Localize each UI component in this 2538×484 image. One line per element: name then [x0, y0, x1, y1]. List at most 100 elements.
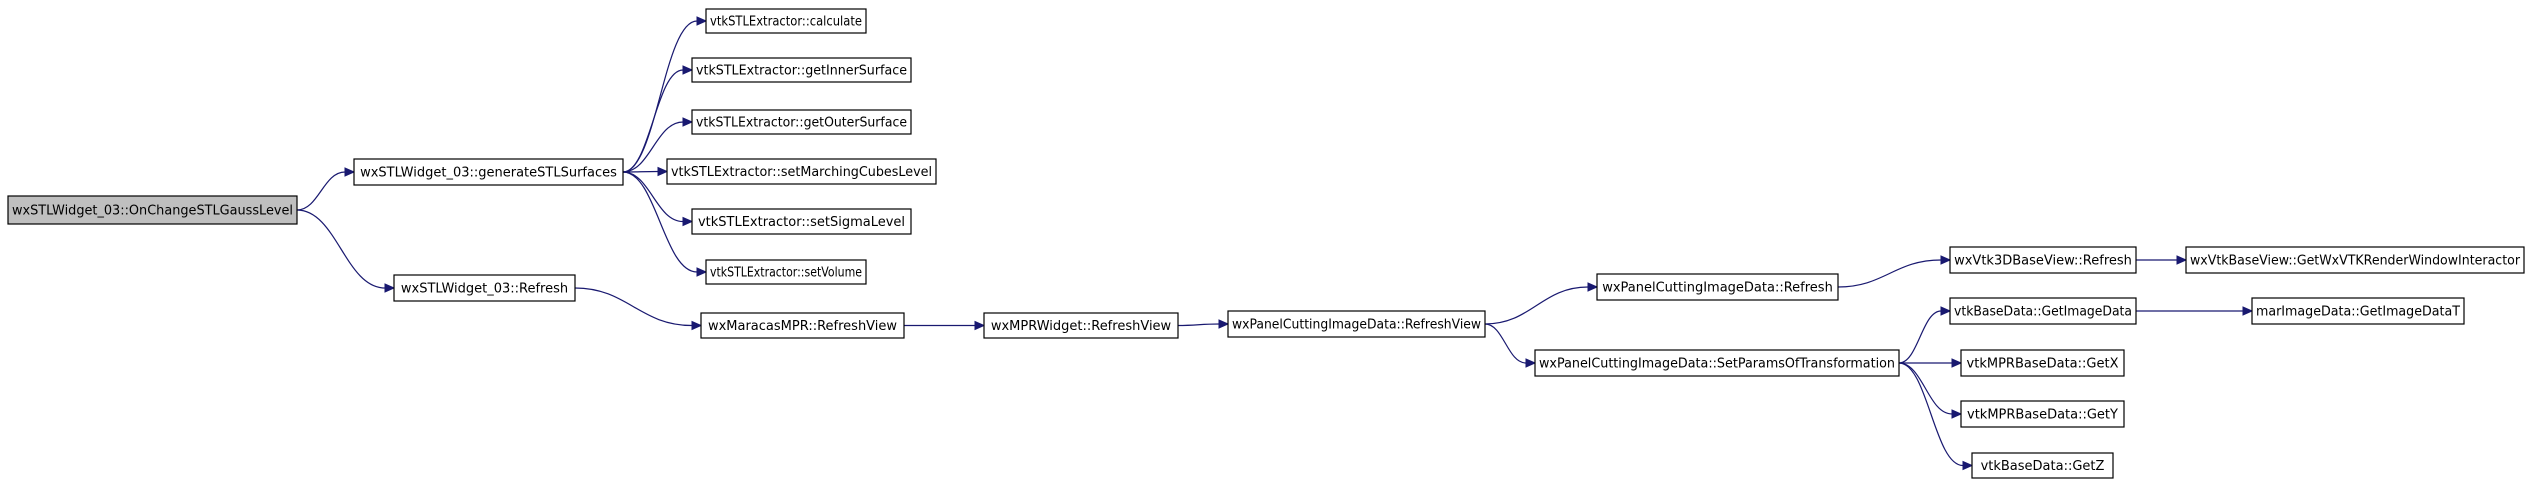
arrowhead-icon [1218, 319, 1230, 329]
arrowhead-icon [384, 283, 396, 293]
arrowhead-icon [2176, 255, 2188, 265]
graph-edge-gen-to-calc [622, 20, 698, 173]
graph-node-box[interactable] [700, 312, 905, 339]
graph-node-box[interactable] [393, 274, 576, 302]
arrowhead-icon [344, 167, 356, 177]
graph-edge-gen-to-march [622, 170, 659, 173]
graph-node-vtkstlextractor-setvolume[interactable]: vtkSTLExtractor::setVolume [705, 259, 867, 285]
arrowhead-icon [1951, 358, 1963, 368]
graph-edge-pcidparams-to-gety [1898, 362, 1953, 415]
graph-node-wxstlwidget-03-onchangestlgausslevel[interactable]: wxSTLWidget_03::OnChangeSTLGaussLevel [7, 195, 298, 225]
graph-node-box[interactable] [1971, 452, 2114, 479]
graph-node-label[interactable]: vtkSTLExtractor::getInnerSurface [696, 64, 907, 79]
graph-node-wxvtk3dbaseview-refresh[interactable]: wxVtk3DBaseView::Refresh [1949, 246, 2137, 274]
graph-edge-pcidview-to-pcidrefresh [1484, 286, 1589, 325]
graph-edge-pcidparams-to-getimagedata [1898, 310, 1942, 364]
graph-edge-root-to-refresh03 [296, 209, 386, 289]
graph-node-box[interactable] [691, 208, 912, 235]
graph-node-wxpanelcuttingimagedata-refresh[interactable]: wxPanelCuttingImageData::Refresh [1596, 273, 1839, 301]
graph-node-label[interactable]: vtkBaseData::GetImageData [1954, 305, 2132, 320]
graph-node-box[interactable] [691, 109, 912, 135]
graph-node-label[interactable]: wxSTLWidget_03::generateSTLSurfaces [360, 166, 617, 181]
graph-node-vtkmprbasedata-getx[interactable]: vtkMPRBaseData::GetX [1960, 349, 2125, 377]
graph-node-label[interactable]: vtkMPRBaseData::GetY [1967, 408, 2118, 423]
graph-node-box[interactable] [1960, 349, 2125, 377]
graph-node-label[interactable]: vtkSTLExtractor::setMarchingCubesLevel [671, 165, 932, 180]
graph-edge-root-to-gen [296, 171, 346, 211]
arrowhead-icon [1587, 282, 1599, 292]
graph-node-label[interactable]: wxSTLWidget_03::Refresh [401, 282, 568, 297]
graph-node-box[interactable] [1960, 400, 2125, 428]
graph-node-vtkstlextractor-setmarchingcubeslevel[interactable]: vtkSTLExtractor::setMarchingCubesLevel [666, 158, 937, 185]
graph-node-label[interactable]: vtkSTLExtractor::setVolume [710, 266, 862, 281]
graph-node-label[interactable]: wxVtk3DBaseView::Refresh [1954, 254, 2132, 269]
graph-node-vtkmprbasedata-gety[interactable]: vtkMPRBaseData::GetY [1960, 400, 2125, 428]
graph-node-box[interactable] [2251, 297, 2465, 325]
graph-edge-pcidrefresh-to-v3drefresh [1837, 259, 1942, 288]
graph-node-box[interactable] [1596, 273, 1839, 301]
arrowhead-icon [1940, 255, 1952, 265]
call-graph-nodes: wxSTLWidget_03::OnChangeSTLGaussLevelwxS… [7, 8, 2525, 479]
graph-node-box[interactable] [691, 57, 912, 83]
arrowhead-icon [657, 166, 669, 177]
graph-node-label[interactable]: wxVtkBaseView::GetWxVTKRenderWindowInter… [2190, 254, 2521, 269]
graph-node-box[interactable] [1227, 310, 1486, 338]
graph-node-wxpanelcuttingimagedata-setparamsoftransformation[interactable]: wxPanelCuttingImageData::SetParamsOfTran… [1534, 349, 1900, 377]
graph-node-vtkstlextractor-calculate[interactable]: vtkSTLExtractor::calculate [705, 8, 867, 34]
graph-node-label[interactable]: wxPanelCuttingImageData::Refresh [1602, 281, 1833, 296]
graph-node-label[interactable]: vtkSTLExtractor::getOuterSurface [696, 116, 907, 131]
graph-node-wxstlwidget-03-refresh[interactable]: wxSTLWidget_03::Refresh [393, 274, 576, 302]
graph-node-marimagedata-getimagedatat[interactable]: marImageData::GetImageDataT [2251, 297, 2465, 325]
graph-node-box[interactable] [353, 158, 624, 186]
arrowhead-icon [682, 65, 694, 75]
arrowhead-icon [2242, 306, 2254, 316]
arrowhead-icon [691, 320, 703, 331]
arrowhead-icon [696, 267, 708, 277]
graph-node-label[interactable]: wxMaracasMPR::RefreshView [708, 319, 897, 334]
graph-node-vtkstlextractor-getinnersurface[interactable]: vtkSTLExtractor::getInnerSurface [691, 57, 912, 83]
graph-node-box[interactable] [1534, 349, 1900, 377]
graph-node-box[interactable] [1949, 246, 2137, 274]
graph-node-label[interactable]: vtkBaseData::GetZ [1981, 459, 2105, 474]
graph-node-wxmprwidget-refreshview[interactable]: wxMPRWidget::RefreshView [983, 312, 1179, 339]
graph-node-box[interactable] [705, 8, 867, 34]
call-graph-edges [296, 16, 2254, 471]
graph-node-vtkstlextractor-setsigmalevel[interactable]: vtkSTLExtractor::setSigmaLevel [691, 208, 912, 235]
arrowhead-icon [974, 320, 986, 331]
graph-edge-pcidview-to-pcidparams [1484, 323, 1527, 364]
arrowhead-icon [1951, 409, 1963, 419]
graph-node-label[interactable]: wxPanelCuttingImageData::SetParamsOfTran… [1539, 357, 1895, 372]
arrowhead-icon [696, 16, 708, 26]
graph-node-box[interactable] [2185, 246, 2525, 274]
graph-node-box[interactable] [983, 312, 1179, 339]
graph-node-box[interactable] [705, 259, 867, 285]
arrowhead-icon [682, 117, 694, 127]
graph-node-vtkbasedata-getz[interactable]: vtkBaseData::GetZ [1971, 452, 2114, 479]
graph-node-box[interactable] [666, 158, 937, 185]
graph-node-wxmaracasmpr-refreshview[interactable]: wxMaracasMPR::RefreshView [700, 312, 905, 339]
graph-node-label[interactable]: wxPanelCuttingImageData::RefreshView [1232, 318, 1481, 333]
graph-node-wxvtkbaseview-getwxvtkrenderwindowinteractor[interactable]: wxVtkBaseView::GetWxVTKRenderWindowInter… [2185, 246, 2525, 274]
graph-node-label[interactable]: wxSTLWidget_03::OnChangeSTLGaussLevel [12, 204, 293, 219]
graph-node-box[interactable] [7, 195, 298, 225]
graph-node-label[interactable]: vtkSTLExtractor::setSigmaLevel [698, 215, 905, 230]
graph-edge-mprwidget-to-pcidview [1177, 323, 1220, 327]
graph-node-label[interactable]: vtkSTLExtractor::calculate [710, 15, 862, 30]
graph-edge-pcidparams-to-getz [1898, 362, 1964, 467]
graph-node-label[interactable]: marImageData::GetImageDataT [2256, 305, 2460, 320]
arrowhead-icon [1940, 306, 1952, 316]
graph-node-wxstlwidget-03-generatestlsurfaces[interactable]: wxSTLWidget_03::generateSTLSurfaces [353, 158, 624, 186]
arrowhead-icon [1962, 460, 1974, 471]
graph-edge-gen-to-inner [622, 69, 684, 173]
graph-edge-gen-to-outer [622, 121, 684, 173]
arrowhead-icon [682, 216, 694, 227]
graph-node-label[interactable]: vtkMPRBaseData::GetX [1967, 357, 2119, 372]
graph-node-vtkstlextractor-getoutersurface[interactable]: vtkSTLExtractor::getOuterSurface [691, 109, 912, 135]
arrowhead-icon [1525, 358, 1537, 368]
graph-node-vtkbasedata-getimagedata[interactable]: vtkBaseData::GetImageData [1949, 297, 2137, 325]
graph-node-box[interactable] [1949, 297, 2137, 325]
graph-node-wxpanelcuttingimagedata-refreshview[interactable]: wxPanelCuttingImageData::RefreshView [1227, 310, 1486, 338]
graph-node-label[interactable]: wxMPRWidget::RefreshView [991, 319, 1172, 334]
graph-edge-gen-to-volume [622, 171, 698, 273]
